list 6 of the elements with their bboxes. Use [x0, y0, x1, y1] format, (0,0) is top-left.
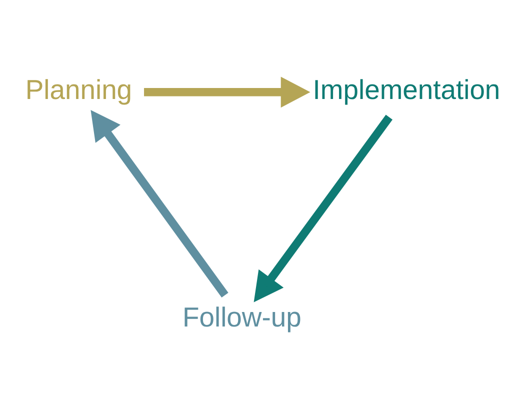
node-text: Planning [25, 74, 132, 106]
node-text: Implementation [312, 74, 500, 106]
arrow [144, 76, 310, 108]
arrow [90, 110, 228, 298]
arrow [254, 114, 393, 302]
node-text: Follow-up [182, 302, 302, 333]
